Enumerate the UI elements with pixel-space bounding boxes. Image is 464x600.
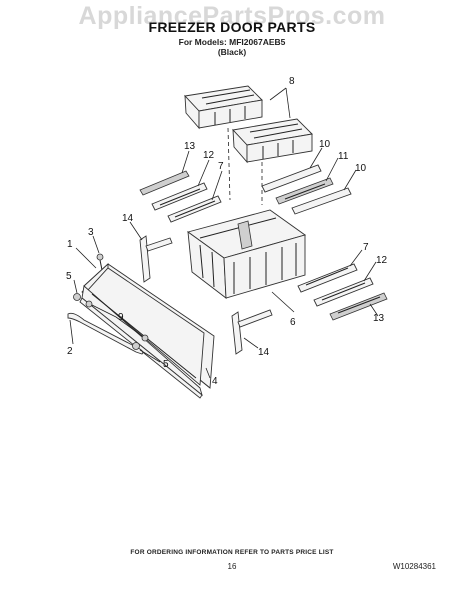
left-rail-13 (139, 170, 190, 196)
callout-11: 11 (338, 151, 349, 162)
right-rail-13 (329, 292, 388, 321)
left-rail-7 (167, 195, 222, 223)
callout-9: 9 (118, 312, 124, 323)
callout-13-left: 13 (184, 141, 196, 152)
callout-3: 3 (88, 227, 94, 238)
screw-3 (96, 253, 104, 271)
callout-1: 1 (67, 239, 73, 250)
bracket-14-right (231, 309, 273, 355)
models-line: For Models: MFI2067AEB5 (178, 37, 286, 47)
right-rail-10-upper (261, 164, 322, 193)
page-number: 16 (227, 562, 237, 571)
callout-12-left: 12 (203, 150, 215, 161)
callout-7-right: 7 (363, 242, 369, 253)
callout-6: 6 (290, 317, 296, 328)
freezer-drawer-bin (186, 209, 307, 299)
document-number: W10284361 (392, 562, 436, 571)
right-rail-12 (313, 277, 374, 307)
upper-basket-right (232, 118, 313, 164)
callout-8: 8 (289, 76, 295, 87)
callout-2: 2 (67, 346, 73, 357)
right-rail-7 (297, 263, 358, 293)
callout-12-right: 12 (376, 255, 388, 266)
callout-13-right: 13 (373, 313, 385, 324)
callout-5-lower: 5 (163, 359, 169, 370)
left-rail-12 (151, 182, 208, 211)
callout-10-upper: 10 (319, 139, 331, 150)
callout-14-right: 14 (258, 347, 270, 358)
handle-mounts (73, 293, 149, 350)
watermark: AppliancePartsPros.com (78, 2, 386, 30)
callout-5-upper: 5 (66, 271, 72, 282)
callout-4: 4 (212, 376, 218, 387)
callout-7-left: 7 (218, 161, 224, 172)
ordering-note: FOR ORDERING INFORMATION REFER TO PARTS … (130, 549, 334, 556)
bracket-14-left (139, 235, 173, 283)
color-line: (Black) (217, 47, 247, 57)
right-rail-10-lower (291, 187, 352, 215)
upper-basket-left (184, 85, 263, 130)
right-rail-11 (275, 177, 334, 205)
page-title: FREEZER DOOR PARTS (148, 19, 316, 35)
callout-14-left: 14 (122, 213, 134, 224)
callout-10-lower: 10 (355, 163, 367, 174)
